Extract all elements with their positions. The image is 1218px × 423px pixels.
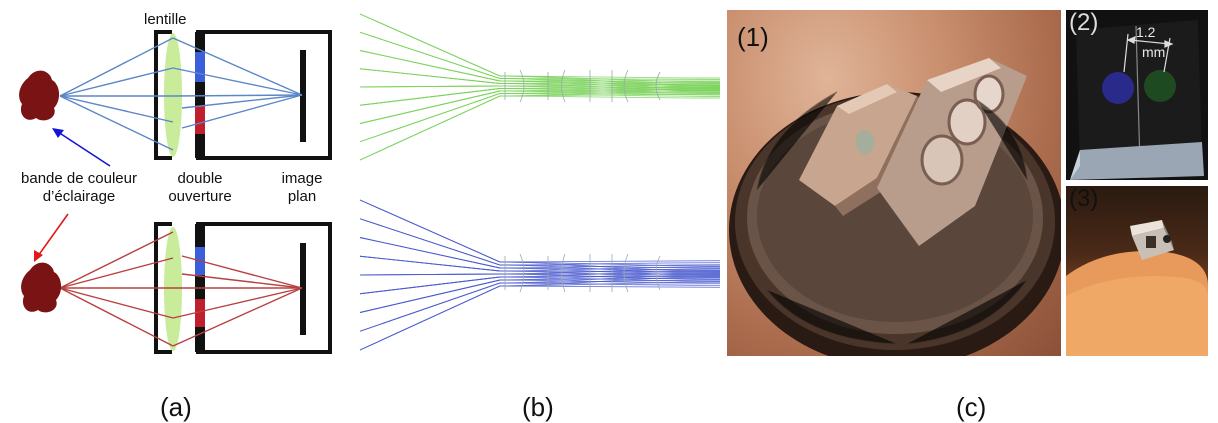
- dimension-arrow: [1123, 33, 1174, 73]
- ray-line: [359, 199, 721, 267]
- top-aperture-bar: [195, 32, 205, 158]
- photo3-label: (3): [1069, 186, 1099, 212]
- ray-line: [359, 31, 721, 80]
- caption-b: (b): [522, 392, 554, 422]
- photo1-label: (1): [737, 22, 769, 52]
- fingertip-scene: [1066, 220, 1208, 356]
- photo2-dimension-value: 1.2: [1136, 24, 1156, 40]
- bottom-lens-elements: [504, 253, 661, 293]
- color-band-label: bande de couleur d’éclairage: [4, 170, 154, 206]
- ray-line: [359, 199, 721, 263]
- green-aperture: [1144, 70, 1176, 102]
- caption-a: (a): [160, 392, 192, 422]
- lens-label: lentille: [144, 11, 187, 28]
- top-ray-trace: [359, 13, 721, 161]
- ray-line: [359, 13, 721, 79]
- ray-line: [359, 93, 721, 161]
- panel-b-ray-trace: [359, 13, 721, 351]
- color-band-label-line2: d’éclairage: [42, 188, 116, 205]
- ray-line: [359, 89, 721, 161]
- ray-line: [359, 95, 721, 161]
- top-light-rays: [59, 37, 303, 151]
- image-plane-label: image plan: [262, 170, 342, 206]
- top-aperture-blue-filter: [195, 52, 205, 82]
- caption-c: (c): [956, 392, 987, 422]
- bottom-image-plane: [300, 243, 306, 335]
- bottom-ray-trace: [359, 199, 721, 351]
- ray-line: [359, 93, 721, 143]
- top-aperture-red-filter: [195, 106, 205, 134]
- photo2-dimension-unit: mm: [1142, 44, 1166, 60]
- double-aperture-label-line1: double: [177, 170, 223, 187]
- ray-line: [359, 218, 721, 266]
- photo-prototype-on-coin: (1): [727, 10, 1061, 356]
- photo-camera-on-fingertip: (3): [1066, 186, 1208, 356]
- top-camera-housing: [154, 30, 332, 160]
- blue-illumination-arrow: [52, 128, 111, 167]
- ray-line: [359, 13, 721, 83]
- top-image-plane: [300, 50, 306, 142]
- ray-line: [359, 92, 721, 143]
- left-lens-housing: [799, 84, 925, 216]
- panel-a-diagram: [19, 30, 332, 354]
- bottom-aperture-red-filter: [195, 299, 205, 327]
- coin-rim-ridges: [756, 91, 1028, 345]
- photo-dual-color-filter: (2) 1.2 mm: [1066, 10, 1208, 180]
- coin-scene: [729, 58, 1061, 356]
- photo2-label: (2): [1069, 10, 1099, 36]
- right-lens-housing: [877, 58, 1027, 246]
- filter-scene: [1066, 10, 1208, 180]
- bottom-object-blob: [21, 262, 62, 313]
- blue-aperture: [1102, 72, 1134, 104]
- ray-line: [359, 282, 721, 332]
- top-lens-elements: [504, 69, 661, 103]
- miniature-camera: [1130, 220, 1174, 260]
- top-object-blob: [19, 70, 60, 121]
- double-aperture-label-line2: ouverture: [168, 188, 232, 205]
- image-plane-label-line1: image: [281, 170, 323, 187]
- double-aperture-label: double ouverture: [150, 170, 250, 206]
- image-plane-label-line2: plan: [287, 188, 317, 205]
- bottom-light-rays: [59, 231, 303, 347]
- ray-line: [359, 281, 721, 351]
- top-lens: [164, 33, 182, 157]
- color-band-label-line1: bande de couleur: [21, 170, 137, 187]
- red-illumination-arrow: [34, 213, 69, 262]
- ray-line: [359, 285, 721, 351]
- bottom-lens: [164, 227, 182, 351]
